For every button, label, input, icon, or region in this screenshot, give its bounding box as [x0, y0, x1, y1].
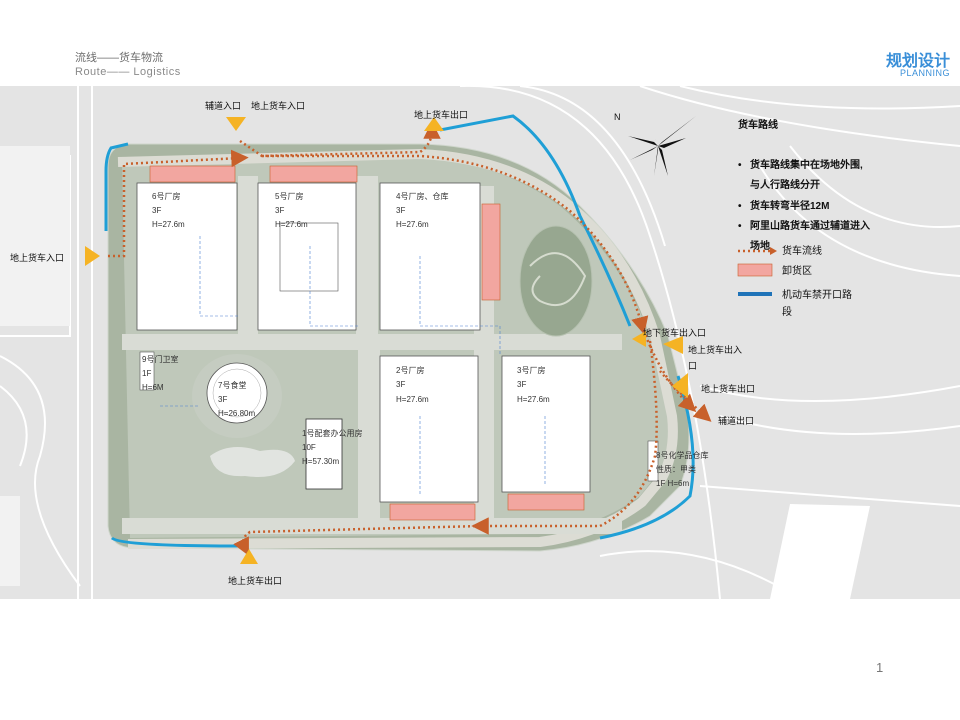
building-5-court: [279, 222, 339, 292]
page-subtitle: PLANNING: [899, 68, 950, 78]
building-2: [379, 355, 479, 503]
legend-bullet-1-line2: 与人行路线分开: [750, 178, 820, 191]
label-ground-exit-right: 地上货车出口: [701, 383, 755, 394]
building-2-labels: 2号厂房 3F H=27.6m: [396, 365, 429, 404]
legend-bullet-3-line2: 场地: [750, 239, 770, 252]
building-5-height: H=27.6m: [275, 220, 308, 229]
building-3-floors: 3F: [517, 380, 526, 389]
building-9-height: H=6M: [142, 383, 164, 392]
building-7-name: 7号食堂: [218, 380, 246, 390]
building-2-floors: 3F: [396, 380, 405, 389]
label-aux-exit: 辅道出口: [718, 415, 754, 426]
building-west-lower: [0, 496, 20, 586]
building-6-name: 6号厂房: [152, 191, 180, 201]
road-block-east: [770, 504, 870, 599]
building-9-labels: 9号门卫室 1F H=6M: [142, 354, 178, 392]
building-2-name: 2号厂房: [396, 365, 424, 375]
legend-bullet-3-line1: 阿里山路货车通过辅道进入: [750, 219, 870, 232]
building-8-nature: 性质：甲类: [656, 464, 696, 474]
legend-bullet-dot-2: •: [738, 201, 742, 212]
marker-entry-exit-right: [663, 336, 683, 354]
no-opening-road-lines: [104, 114, 695, 548]
marker-ug-entry: [632, 331, 646, 347]
building-9-name: 9号门卫室: [142, 354, 178, 364]
label-ground-exit-bottom: 地上货车出口: [228, 575, 282, 586]
legend-bullet-dot-1: •: [738, 160, 742, 171]
building-7-height: H=26.80m: [218, 409, 255, 418]
label-ground-entry-top: 地上货车入口: [251, 100, 305, 111]
label-ground-exit-top: 地上货车出口: [414, 109, 468, 120]
marker-entry-left: [85, 246, 100, 266]
building-6-height: H=27.6m: [152, 220, 185, 229]
building-4-name: 4号厂房、仓库: [396, 191, 448, 201]
building-8-name: 8号化学品仓库: [656, 450, 708, 460]
building-3-labels: 3号厂房 3F H=27.6m: [517, 365, 550, 404]
label-entry-exit-right-1: 地上货车出入: [688, 344, 742, 355]
building-west: [0, 146, 70, 326]
building-4: [379, 182, 481, 331]
building-5-name: 5号厂房: [275, 191, 303, 201]
legend-unloading-swatch: [737, 263, 773, 277]
building-4-floors: 3F: [396, 206, 405, 215]
building-7-labels: 7号食堂 3F H=26.80m: [218, 380, 255, 418]
building-1: [305, 418, 343, 490]
building-7-inner: [212, 368, 262, 418]
park-paths: [529, 252, 587, 306]
section-title-en: Route—— Logistics: [75, 66, 181, 78]
marker-exit-bottom: [240, 549, 258, 564]
building-4-height: H=27.6m: [396, 220, 429, 229]
building-3-name: 3号厂房: [517, 365, 545, 375]
building-8-labels: 8号化学品仓库 性质：甲类 1F H=6m: [656, 450, 708, 488]
building-5-floors: 3F: [275, 206, 284, 215]
building-6-floors: 3F: [152, 206, 161, 215]
building-3: [501, 355, 591, 493]
legend-truck-route-label: 货车流线: [782, 244, 822, 257]
legend-unloading-label: 卸货区: [782, 264, 812, 277]
legend-bullet-dot-3: •: [738, 221, 742, 232]
label-aux-entry: 辅道入口: [205, 100, 241, 111]
legend-truck-route-arrowhead: [770, 247, 777, 255]
building-1-labels: 1号配套办公用房 10F H=57.30m: [302, 428, 362, 466]
legend-title: 货车路线: [738, 118, 778, 131]
marker-exit-right: [672, 373, 688, 398]
building-1-floors: 10F: [302, 443, 316, 452]
pond: [210, 447, 295, 477]
label-ground-entry-left: 地上货车入口: [10, 252, 64, 263]
pedestrian-lines: [160, 236, 546, 496]
legend-bullet-1-line1: 货车路线集中在场地外围,: [750, 158, 863, 171]
marker-aux-entry: [226, 117, 246, 131]
building-9: [139, 351, 155, 391]
legend-no-opening-label-2: 段: [782, 305, 792, 318]
site-plan: N 6号厂房 3F H=27.6m 5号厂房 3F H=27.6m 4号厂房、仓…: [0, 86, 960, 599]
north-letter: N: [614, 112, 621, 122]
page-number: 1: [876, 660, 884, 675]
building-8-floors-height: 1F H=6m: [656, 479, 689, 488]
building-3-height: H=27.6m: [517, 395, 550, 404]
building-6: [136, 182, 238, 331]
unloading-areas: [149, 165, 585, 521]
park-area: [519, 225, 593, 337]
page-title: 规划设计: [885, 53, 950, 70]
building-9-floors: 1F: [142, 369, 151, 378]
building-6-labels: 6号厂房 3F H=27.6m: [152, 191, 185, 229]
legend-bullet-2-line1: 货车转弯半径12M: [750, 199, 829, 212]
building-4-labels: 4号厂房、仓库 3F H=27.6m: [396, 191, 448, 229]
building-7-floors: 3F: [218, 395, 227, 404]
label-underground-entry-exit: 地下货车出入口: [643, 327, 706, 338]
building-2-height: H=27.6m: [396, 395, 429, 404]
label-entry-exit-right-2: 口: [688, 361, 697, 371]
building-1-height: H=57.30m: [302, 457, 339, 466]
building-7: [206, 362, 268, 424]
north-arrow-icon: N: [614, 112, 696, 176]
building-5-labels: 5号厂房 3F H=27.6m: [275, 191, 308, 229]
building-1-name: 1号配套办公用房: [302, 428, 362, 438]
legend: 货车路线 • 货车路线集中在场地外围, 与人行路线分开 • 货车转弯半径12M …: [737, 118, 870, 318]
section-title-cn: 流线——货车物流: [75, 52, 163, 64]
marker-exit-top: [424, 117, 444, 131]
legend-no-opening-label-1: 机动车禁开口路: [782, 288, 852, 301]
entrance-markers: [85, 117, 688, 564]
